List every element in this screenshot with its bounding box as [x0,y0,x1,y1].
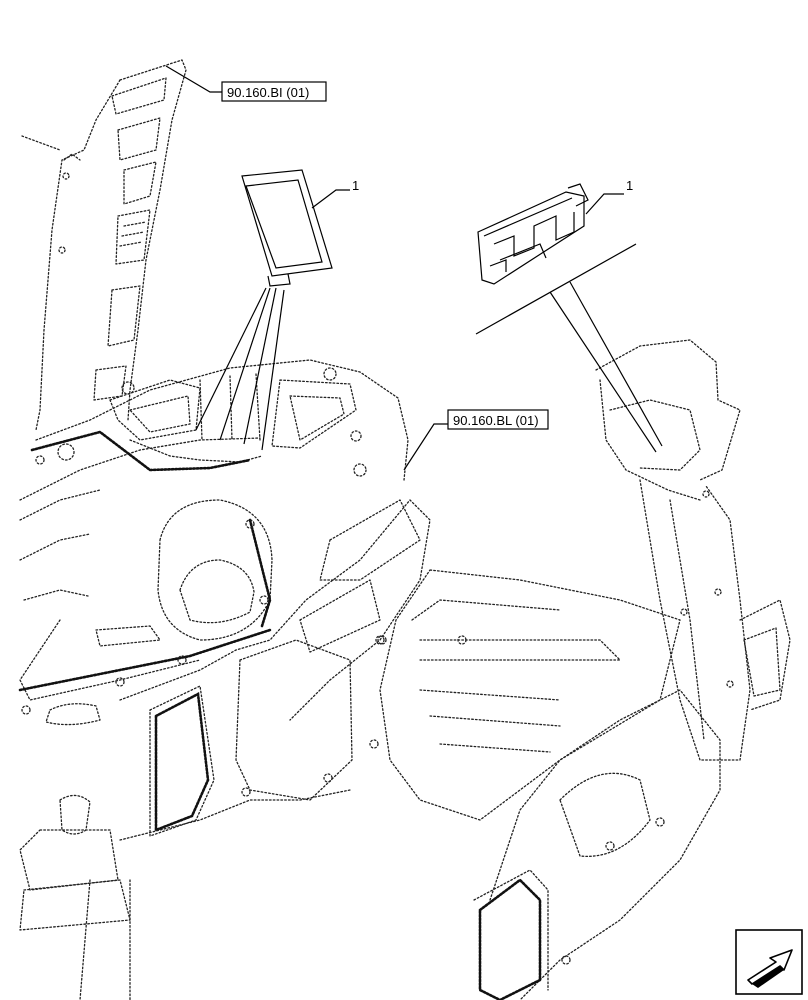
right-pillar [595,339,791,761]
panel-leader-lines [195,287,285,451]
item-label-clip: 1 [626,178,633,193]
part-1-clip [477,183,624,285]
item-label-panel: 1 [352,178,359,193]
cab-floor [369,569,681,821]
reference-label-upper: 90.160.BI (01) [227,85,309,100]
next-page-arrow-icon[interactable] [735,929,803,995]
gauge-cluster [18,499,273,726]
clip-leader-lines [475,243,663,453]
left-pillar [21,59,187,431]
dashboard-console [19,359,409,601]
joystick [19,794,131,931]
reference-label-middle: 90.160.BL (01) [453,413,539,428]
reference-callout-middle: 90.160.BL (01) [403,409,549,471]
left-vent-panel [79,499,431,1000]
right-lower-panel [473,689,721,1000]
part-1-panel [241,169,350,287]
reference-callout-upper: 90.160.BI (01) [165,65,327,102]
